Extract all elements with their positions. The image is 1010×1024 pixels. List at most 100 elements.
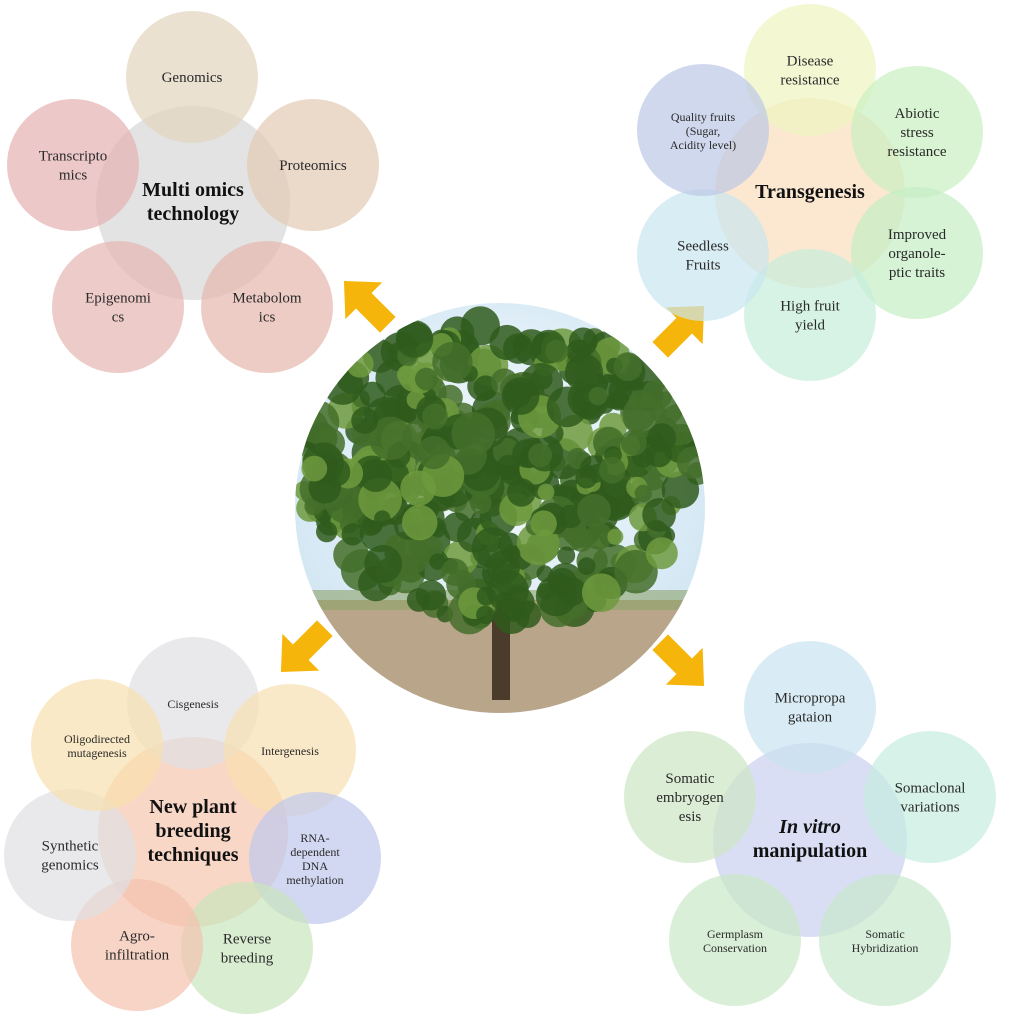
label-line: Improved — [888, 227, 947, 243]
label-line: manipulation — [753, 840, 867, 862]
label-line: Quality fruits — [671, 110, 736, 124]
label-line: mutagenesis — [67, 746, 127, 760]
satellite-circle — [247, 99, 379, 231]
label-line: Oligodirected — [64, 732, 130, 746]
label-line: organole- — [888, 246, 945, 262]
label-line: ptic traits — [889, 265, 945, 281]
label-line: Hybridization — [852, 941, 919, 955]
satellite-circle — [669, 874, 801, 1006]
label-line: techniques — [147, 844, 238, 866]
label-line: ics — [259, 310, 276, 326]
label-line: technology — [147, 203, 239, 225]
label: Epigenomi cs — [85, 291, 151, 326]
label-line: Conservation — [703, 941, 767, 955]
satellite-circle — [126, 11, 258, 143]
satellite-circle — [31, 679, 163, 811]
label-line: Somatic — [665, 771, 715, 787]
label-line: genomics — [41, 858, 99, 874]
satellite-circle — [52, 241, 184, 373]
arrow-to-in-vitro-icon — [652, 634, 705, 687]
label-line: New plant — [149, 796, 237, 818]
label-line: breeding — [221, 951, 274, 967]
label-line: Transgenesis — [755, 181, 865, 203]
satellite-circle — [201, 241, 333, 373]
satellite-circle — [624, 731, 756, 863]
label: Somaclonal variations — [895, 781, 966, 816]
satellite-circle — [637, 189, 769, 321]
satellite-circle — [7, 99, 139, 231]
label: Agro-infiltration — [105, 929, 170, 964]
label-line: Multi omics — [142, 179, 244, 201]
label-line: Somatic — [865, 927, 904, 941]
label: Quality fruits(Sugar,Acidity level) — [670, 110, 736, 152]
label: Genomics — [162, 70, 223, 86]
label: High fruit yield — [780, 299, 840, 334]
label: Metabolom ics — [232, 291, 301, 326]
label: Micropropa gataion — [775, 691, 846, 726]
satellite-circle — [637, 64, 769, 196]
label-line: In vitro — [778, 816, 841, 838]
label-line: (Sugar, — [686, 124, 721, 138]
label-line: Cisgenesis — [167, 697, 219, 711]
label: Transgenesis — [755, 181, 865, 203]
satellite-circle — [851, 66, 983, 198]
label-line: esis — [679, 809, 702, 825]
label-line: infiltration — [105, 948, 170, 964]
label-line: Intergenesis — [261, 744, 319, 758]
label: Proteomics — [279, 158, 347, 174]
label-line: Reverse — [223, 932, 272, 948]
label-line: Synthetic — [42, 839, 99, 855]
label-line: Seedless — [677, 239, 729, 255]
label-line: Somaclonal — [895, 781, 966, 797]
label-line: gataion — [788, 710, 833, 726]
label-line: Fruits — [685, 258, 720, 274]
label-line: Epigenomi — [85, 291, 151, 307]
label: Reverse breeding — [221, 932, 274, 967]
label-line: Micropropa — [775, 691, 846, 707]
arrow-to-multi-omics-icon — [343, 280, 396, 333]
label-line: DNA — [302, 859, 328, 873]
satellite-circle — [4, 789, 136, 921]
satellite-circle — [71, 879, 203, 1011]
label-line: cs — [112, 310, 125, 326]
label-line: Germplasm — [707, 927, 764, 941]
label-line: Metabolom — [232, 291, 301, 307]
tree-canopy — [295, 306, 705, 635]
label-line: breeding — [155, 820, 230, 842]
label: Disease resistance — [780, 54, 839, 89]
arrow-to-new-plant-breeding-icon — [280, 620, 333, 673]
satellite-circle — [819, 874, 951, 1006]
satellite-circle — [249, 792, 381, 924]
label-line: resistance — [780, 73, 839, 89]
label: Improved organole-ptic traits — [888, 227, 947, 281]
label-line: Genomics — [162, 70, 223, 86]
label-line: variations — [900, 800, 959, 816]
label-line: Disease — [787, 54, 834, 70]
label-line: Transcripto — [39, 149, 108, 165]
label-line: stress — [900, 125, 933, 141]
label-line: methylation — [286, 873, 343, 887]
satellite-circle — [864, 731, 996, 863]
satellite-circle — [181, 882, 313, 1014]
label-line: High fruit — [780, 299, 840, 315]
label-line: Proteomics — [279, 158, 347, 174]
tree-photo — [295, 303, 705, 713]
satellite-circle — [224, 684, 356, 816]
label-line: yield — [795, 318, 825, 334]
label-line: Agro- — [119, 929, 155, 945]
